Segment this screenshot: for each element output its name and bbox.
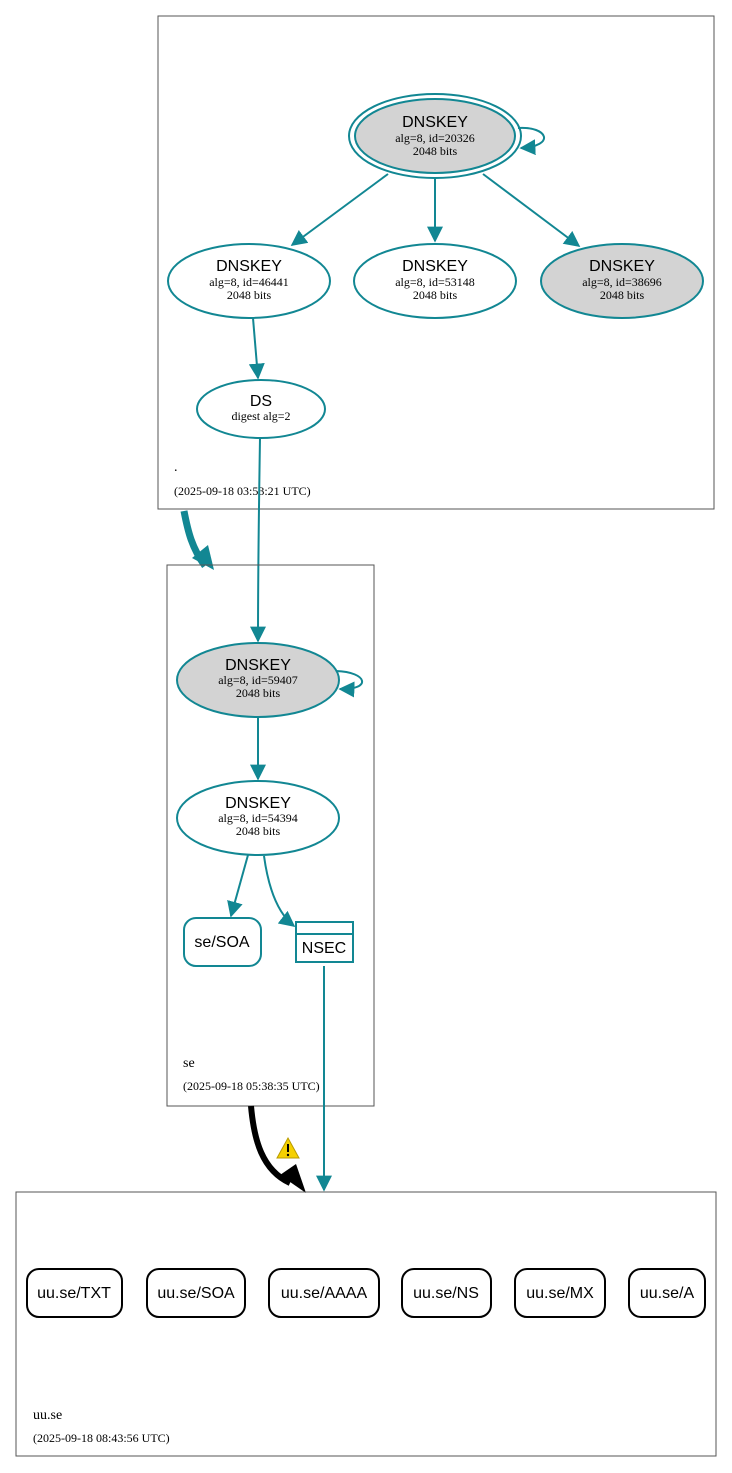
se-soa-node[interactable]: se/SOA [183,917,262,967]
se-zsk-title: DNSKEY [225,795,291,812]
root-key-38696-bits: 2048 bits [600,288,645,302]
root-zsk-46441-bits: 2048 bits [227,288,272,302]
uu-rrset-soa[interactable]: uu.se/SOA [146,1268,246,1318]
root-ksk-bits: 2048 bits [413,144,458,158]
se-soa-label: se/SOA [194,934,249,951]
root-ksk-self-edge [517,126,545,156]
zone-uu-name: uu.se [33,1408,62,1423]
zone-root-timestamp: (2025-09-18 03:53:21 UTC) [174,484,311,498]
delegation-root-to-se-arrowhead [192,545,214,570]
edge-se-zsk-to-nsec [263,855,296,927]
edge-root-ksk-to-38696 [482,173,581,247]
root-ksk-title: DNSKEY [402,114,468,131]
edge-46441-to-ds [248,317,265,380]
zone-se-box [166,564,375,1107]
se-zsk-node[interactable]: DNSKEY alg=8, id=54394 2048 bits [176,780,340,856]
uu-rrset-ns-label: uu.se/NS [413,1285,479,1302]
uu-rrset-ns[interactable]: uu.se/NS [401,1268,492,1318]
root-zsk-46441-title: DNSKEY [216,258,282,275]
root-ds-title: DS [250,393,272,410]
uu-rrset-aaaa[interactable]: uu.se/AAAA [268,1268,380,1318]
uu-rrset-mx[interactable]: uu.se/MX [514,1268,606,1318]
zone-se: DNSKEY alg=8, id=59407 2048 bits DNSKEY … [166,564,375,1107]
zone-se-timestamp: (2025-09-18 05:38:35 UTC) [183,1079,320,1093]
uu-rrset-soa-label: uu.se/SOA [157,1285,235,1302]
edge-root-ksk-to-46441 [290,173,389,246]
warning-triangle-icon[interactable] [276,1136,300,1159]
zone-root: DNSKEY alg=8, id=20326 2048 bits DNSKEY … [157,15,715,510]
edge-se-zsk-to-soa [227,854,249,918]
root-zsk-53148-node[interactable]: DNSKEY alg=8, id=53148 2048 bits [353,243,517,319]
root-ksk-alg: alg=8, id=20326 [395,131,475,145]
root-key-38696-node[interactable]: DNSKEY alg=8, id=38696 2048 bits [540,243,704,319]
zone-uu: uu.se/TXT uu.se/SOA uu.se/AAAA uu.se/NS … [15,1191,717,1457]
uu-rrset-mx-label: uu.se/MX [526,1285,594,1302]
root-ds-node[interactable]: DS digest alg=2 [196,379,326,439]
root-zsk-53148-title: DNSKEY [402,258,468,275]
se-nsec-node[interactable]: NSEC [295,921,354,963]
se-ksk-node[interactable]: DNSKEY alg=8, id=59407 2048 bits [176,642,340,718]
uu-rrset-txt[interactable]: uu.se/TXT [26,1268,123,1318]
se-zsk-alg: alg=8, id=54394 [218,811,298,825]
uu-rrset-a[interactable]: uu.se/A [628,1268,706,1318]
delegation-se-to-uu-arrowhead [280,1164,306,1193]
se-ksk-title: DNSKEY [225,657,291,674]
root-zsk-53148-bits: 2048 bits [413,288,458,302]
root-zsk-46441-alg: alg=8, id=46441 [209,275,289,289]
zone-root-box [157,15,715,510]
uu-rrset-txt-label: uu.se/TXT [37,1285,111,1302]
zone-uu-box [15,1191,717,1457]
se-zsk-bits: 2048 bits [236,824,281,838]
zone-root-name: . [174,460,178,475]
root-zsk-53148-alg: alg=8, id=53148 [395,275,475,289]
delegation-se-to-uu [248,1105,292,1186]
se-nsec-label: NSEC [302,940,346,957]
root-key-38696-alg: alg=8, id=38696 [582,275,662,289]
zone-uu-timestamp: (2025-09-18 08:43:56 UTC) [33,1431,170,1445]
se-ksk-self-edge [335,670,363,698]
uu-rrset-aaaa-label: uu.se/AAAA [281,1285,368,1302]
edge-ds-to-se-ksk [250,437,267,643]
se-ksk-alg: alg=8, id=59407 [218,673,298,687]
root-key-38696-title: DNSKEY [589,258,655,275]
root-zsk-46441-node[interactable]: DNSKEY alg=8, id=46441 2048 bits [167,243,331,319]
zone-se-name: se [183,1056,195,1071]
se-ksk-bits: 2048 bits [236,686,281,700]
uu-rrset-a-label: uu.se/A [640,1285,695,1302]
root-ksk-node[interactable]: DNSKEY alg=8, id=20326 2048 bits [348,93,522,179]
root-ds-digest: digest alg=2 [231,409,290,423]
